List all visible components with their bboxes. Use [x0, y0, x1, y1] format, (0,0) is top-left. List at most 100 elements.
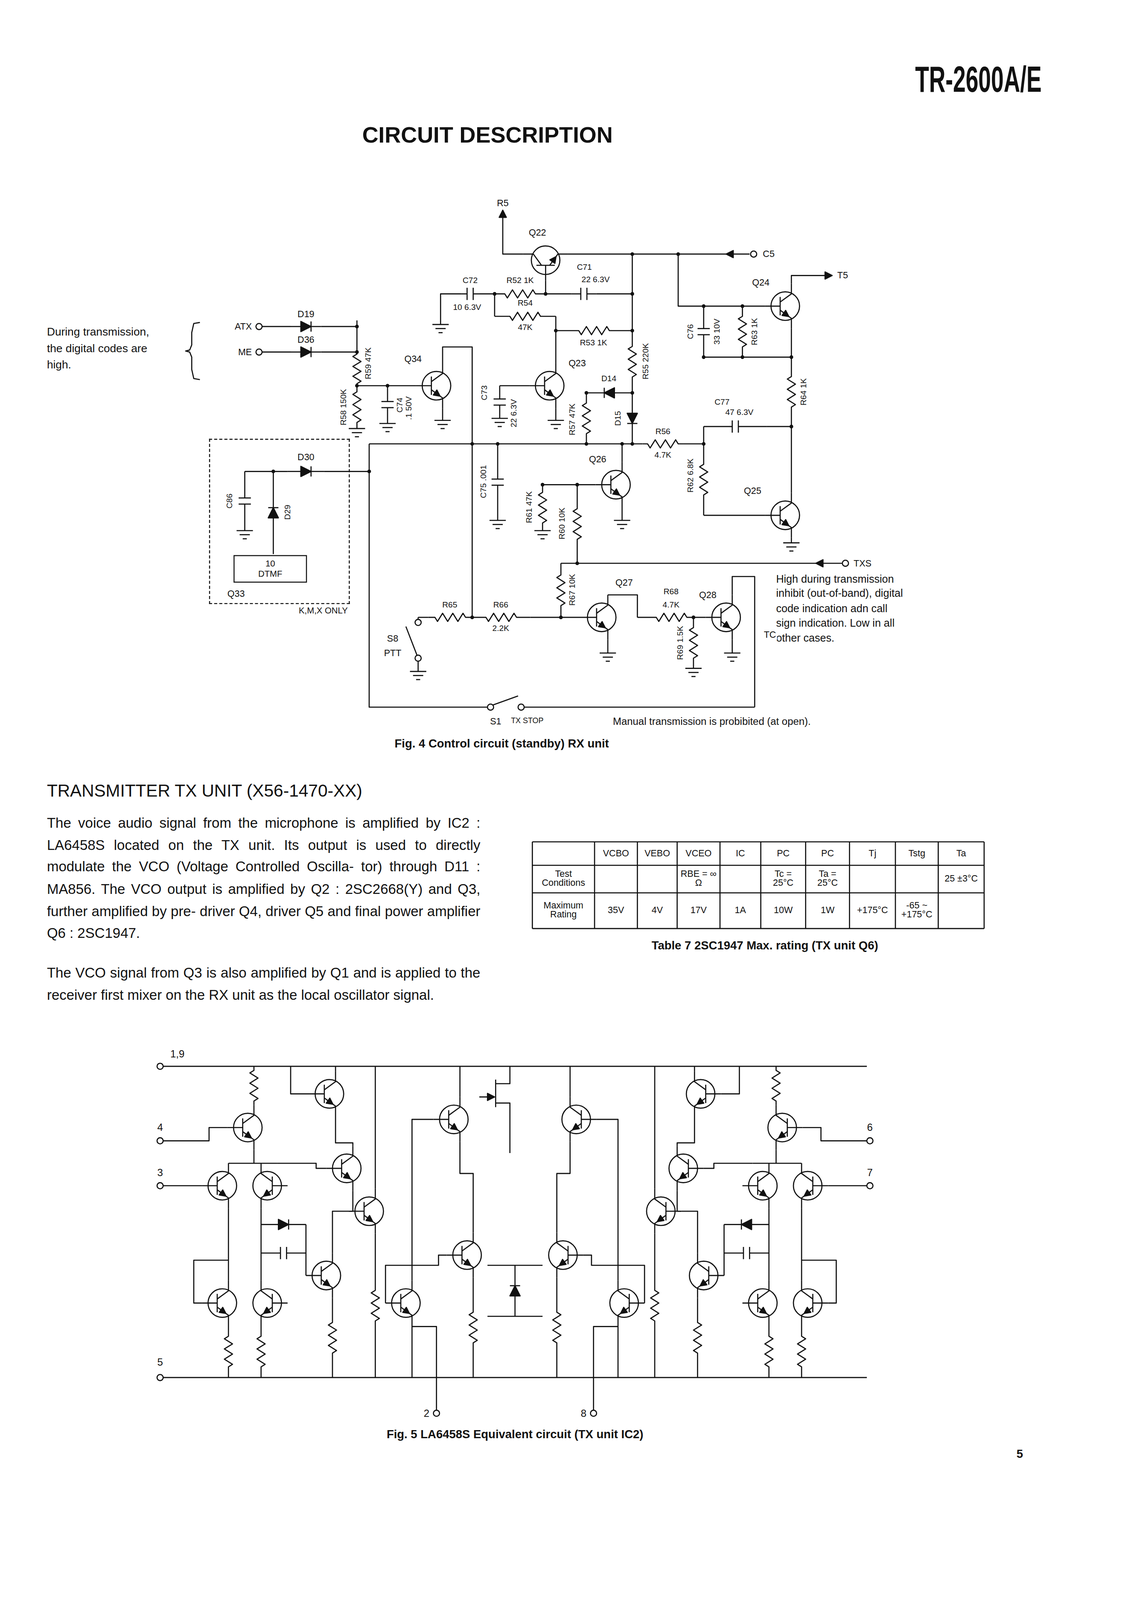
- label-holder: TXS: [852, 557, 873, 569]
- wire: [502, 216, 524, 254]
- resistor-symbol: [637, 613, 706, 622]
- resistor-symbol: [371, 1233, 380, 1378]
- part-label: R5: [495, 198, 510, 209]
- junction-dot: [385, 383, 390, 388]
- ground-symbol: [495, 527, 500, 530]
- transistor-base: [323, 1084, 326, 1103]
- capacitor-symbol: [238, 503, 251, 505]
- resistor-symbol: [494, 289, 546, 298]
- diode-symbol: [300, 466, 312, 477]
- part-label: Q28: [698, 589, 718, 601]
- label-holder: 47K: [516, 323, 534, 333]
- ground-symbol: [617, 523, 628, 525]
- ground-symbol: [540, 538, 545, 540]
- wire: [348, 1190, 353, 1211]
- wire: [514, 1295, 516, 1317]
- junction-dot: [740, 304, 745, 309]
- wire: [242, 1104, 254, 1124]
- table-cell: VEBO: [639, 848, 676, 859]
- junction-dot: [740, 355, 745, 359]
- wire: [757, 1189, 769, 1208]
- ground-symbol: [730, 660, 735, 662]
- module-label: Q33: [226, 588, 246, 599]
- wire: [163, 1184, 202, 1187]
- part-label: S1: [489, 716, 503, 727]
- part-label: R58 150K: [340, 387, 350, 427]
- label-holder: PTT: [382, 647, 403, 659]
- wire: [694, 1097, 706, 1117]
- wire: [545, 293, 572, 295]
- transistor-base: [779, 506, 782, 525]
- transistor-base: [786, 1118, 788, 1137]
- label-holder: Test Conditions: [534, 868, 593, 890]
- wire: [497, 443, 499, 479]
- wire: [341, 1171, 353, 1191]
- label-holder: High during transmission inhibit (out-of…: [775, 571, 910, 646]
- part-label: 2.2K: [491, 624, 511, 634]
- junction-dot: [492, 291, 497, 296]
- ground-symbol: [437, 423, 448, 426]
- junction-dot: [676, 252, 681, 257]
- transistor-base: [757, 1176, 759, 1195]
- ground-symbol: [789, 550, 794, 552]
- resistor-symbol: [538, 484, 547, 531]
- wire: [288, 1223, 307, 1225]
- label-holder: 10 6.3V: [451, 303, 483, 313]
- wire: [448, 1096, 460, 1116]
- wire: [768, 1207, 770, 1281]
- wire: [364, 1188, 376, 1207]
- transistor-base: [628, 1293, 630, 1312]
- resistor-symbol: [352, 352, 362, 386]
- label-holder: D30: [296, 451, 316, 463]
- diode-symbol: [310, 466, 312, 477]
- part-label: R59 47K: [364, 346, 374, 380]
- emitter-arrow: [463, 1259, 471, 1266]
- transistor-base: [400, 1293, 402, 1312]
- label-holder: R5: [495, 198, 510, 209]
- wire: [495, 1066, 510, 1084]
- diode-symbol: [603, 387, 605, 398]
- emitter-arrow: [219, 1189, 227, 1196]
- part-label: D14: [600, 374, 618, 384]
- part-label: R62 6.8K: [686, 457, 696, 494]
- label-holder: 6: [865, 1121, 874, 1134]
- ground-symbol: [599, 652, 616, 654]
- diode-symbol: [300, 321, 312, 332]
- wire: [790, 537, 793, 543]
- ground-symbol: [434, 419, 451, 421]
- wire: [801, 1207, 803, 1281]
- wire: [790, 426, 793, 493]
- label-holder: Ta = 25°C: [807, 868, 848, 890]
- terminal-circle: [866, 1182, 873, 1189]
- part-label: .1 50V: [405, 395, 415, 421]
- node-text-holder: K,M,X ONLY: [297, 606, 350, 616]
- label-holder: D15: [614, 409, 624, 427]
- transistor-base: [320, 1265, 322, 1285]
- transistor-base: [544, 376, 546, 395]
- wire: [757, 1280, 769, 1299]
- resistor-symbol: [650, 1233, 659, 1378]
- capacitor-symbol: [466, 287, 468, 301]
- resistor-symbol: [573, 484, 582, 563]
- transistor-symbol: [686, 1071, 721, 1117]
- wire: [610, 462, 622, 481]
- table-rule: [532, 891, 985, 894]
- wire: [473, 293, 480, 295]
- figure-caption: Fig. 4 Control circuit (standby) RX unit: [393, 737, 610, 751]
- body-paragraph: The voice audio signal from the micropho…: [46, 812, 482, 945]
- part-label: R69 1.5K: [676, 624, 686, 662]
- transistor-base: [596, 608, 598, 627]
- emitter-arrow: [323, 1279, 330, 1286]
- wire: [277, 1163, 327, 1169]
- control-circuit: [185, 209, 849, 710]
- part-label: 4.7K: [661, 601, 681, 611]
- part-label: Q22: [527, 227, 548, 238]
- wire: [742, 1302, 758, 1304]
- label-holder: R62 6.8K: [686, 457, 696, 494]
- junction-dot: [789, 355, 794, 359]
- wire: [801, 1306, 813, 1326]
- arrow-head: [816, 559, 824, 567]
- wire: [742, 1184, 758, 1187]
- wire: [555, 408, 557, 421]
